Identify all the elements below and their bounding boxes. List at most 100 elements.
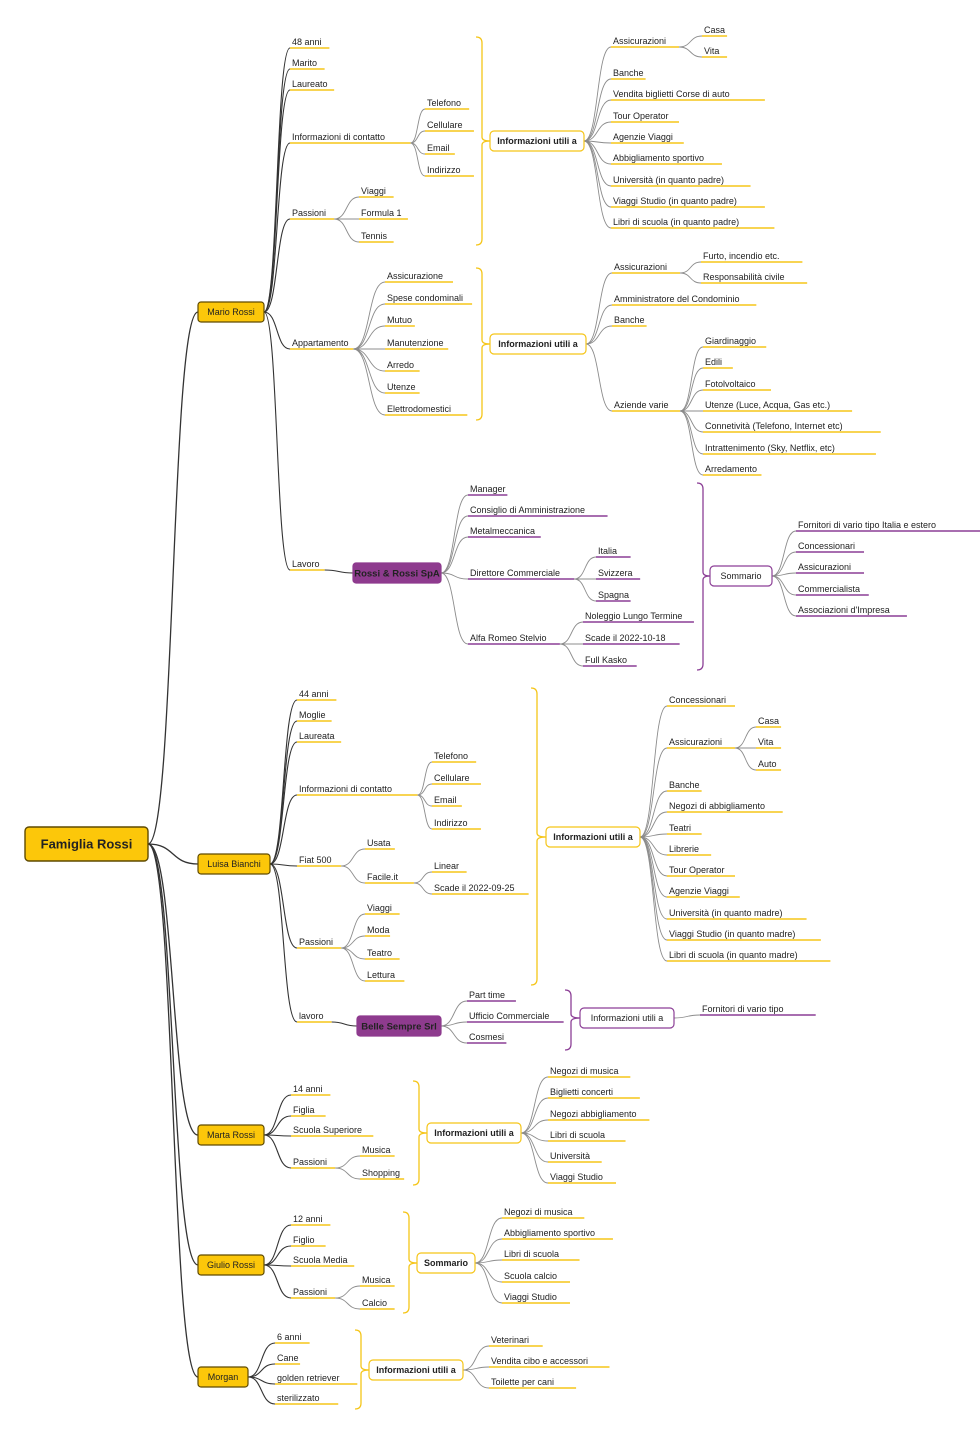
node-libri-di-scuola[interactable]: Libri di scuola xyxy=(550,1130,605,1140)
node-moglie[interactable]: Moglie xyxy=(299,710,326,720)
node-spese-condominali[interactable]: Spese condominali xyxy=(387,293,463,303)
node-connetivit-telefono-internet-etc[interactable]: Connetività (Telefono, Internet etc) xyxy=(705,421,843,431)
node-telefono[interactable]: Telefono xyxy=(427,98,461,108)
node-casa[interactable]: Casa xyxy=(758,716,779,726)
node-responsabilit-civile[interactable]: Responsabilità civile xyxy=(703,272,785,282)
node-assicurazioni[interactable]: Assicurazioni xyxy=(669,737,722,747)
node-assicurazioni[interactable]: Assicurazioni xyxy=(798,562,851,572)
node-passioni[interactable]: Passioni xyxy=(299,937,333,947)
node-manager[interactable]: Manager xyxy=(470,484,506,494)
node-furto-incendio-etc[interactable]: Furto, incendio etc. xyxy=(703,251,780,261)
node-svizzera[interactable]: Svizzera xyxy=(598,568,633,578)
node-noleggio-lungo-termine[interactable]: Noleggio Lungo Termine xyxy=(585,611,682,621)
node-luisa-bianchi[interactable]: Luisa Bianchi xyxy=(197,853,271,875)
node-golden-retriever[interactable]: golden retriever xyxy=(277,1373,340,1383)
node-usata[interactable]: Usata xyxy=(367,838,391,848)
node-figlio[interactable]: Figlio xyxy=(293,1235,315,1245)
node-cellulare[interactable]: Cellulare xyxy=(427,120,463,130)
node-negozi-di-musica[interactable]: Negozi di musica xyxy=(550,1066,619,1076)
node-scade-il-2022-10-18[interactable]: Scade il 2022-10-18 xyxy=(585,633,666,643)
node-viaggi-studio[interactable]: Viaggi Studio xyxy=(550,1172,603,1182)
node-direttore-commerciale[interactable]: Direttore Commerciale xyxy=(470,568,560,578)
node-banche[interactable]: Banche xyxy=(614,315,645,325)
node-spagna[interactable]: Spagna xyxy=(598,590,629,600)
node-musica[interactable]: Musica xyxy=(362,1275,391,1285)
node-elettrodomestici[interactable]: Elettrodomestici xyxy=(387,404,451,414)
node-abbigliamento-sportivo[interactable]: Abbigliamento sportivo xyxy=(504,1228,595,1238)
node-universit-in-quanto-padre[interactable]: Università (in quanto padre) xyxy=(613,175,724,185)
node-mario-rossi[interactable]: Mario Rossi xyxy=(197,301,265,323)
node-assicurazione[interactable]: Assicurazione xyxy=(387,271,443,281)
node-cellulare[interactable]: Cellulare xyxy=(434,773,470,783)
node-appartamento[interactable]: Appartamento xyxy=(292,338,349,348)
node-banche[interactable]: Banche xyxy=(669,780,700,790)
node-intrattenimento-sky-netflix-etc[interactable]: Intrattenimento (Sky, Netflix, etc) xyxy=(705,443,835,453)
node-fornitori-di-vario-tipo-italia-e-estero[interactable]: Fornitori di vario tipo Italia e estero xyxy=(798,520,936,530)
hub-marta-info[interactable]: Informazioni utili a xyxy=(426,1122,522,1144)
node-6-anni[interactable]: 6 anni xyxy=(277,1332,302,1342)
root-node[interactable]: Famiglia Rossi xyxy=(24,826,149,862)
node-ufficio-commerciale[interactable]: Ufficio Commerciale xyxy=(469,1011,549,1021)
node-viaggi-studio-in-quanto-madre[interactable]: Viaggi Studio (in quanto madre) xyxy=(669,929,795,939)
node-informazioni-di-contatto[interactable]: Informazioni di contatto xyxy=(292,132,385,142)
node-cosmesi[interactable]: Cosmesi xyxy=(469,1032,504,1042)
node-scuola-media[interactable]: Scuola Media xyxy=(293,1255,348,1265)
node-utenze-luce-acqua-gas-etc[interactable]: Utenze (Luce, Acqua, Gas etc.) xyxy=(705,400,830,410)
node-moda[interactable]: Moda xyxy=(367,925,390,935)
node-vendita-biglietti-corse-di-auto[interactable]: Vendita biglietti Corse di auto xyxy=(613,89,730,99)
node-viaggi-studio[interactable]: Viaggi Studio xyxy=(504,1292,557,1302)
hub-belle-info[interactable]: Informazioni utili a xyxy=(579,1007,675,1029)
hub-rossi-summary[interactable]: Sommario xyxy=(709,565,773,587)
node-auto[interactable]: Auto xyxy=(758,759,777,769)
node-assicurazioni[interactable]: Assicurazioni xyxy=(614,262,667,272)
node-toilette-per-cani[interactable]: Toilette per cani xyxy=(491,1377,554,1387)
node-veterinari[interactable]: Veterinari xyxy=(491,1335,529,1345)
node-12-anni[interactable]: 12 anni xyxy=(293,1214,323,1224)
node-libri-di-scuola-in-quanto-padre[interactable]: Libri di scuola (in quanto padre) xyxy=(613,217,739,227)
node-concessionari[interactable]: Concessionari xyxy=(798,541,855,551)
node-teatro[interactable]: Teatro xyxy=(367,948,392,958)
node-scade-il-2022-09-25[interactable]: Scade il 2022-09-25 xyxy=(434,883,515,893)
node-negozi-abbigliamento[interactable]: Negozi abbigliamento xyxy=(550,1109,637,1119)
node-tennis[interactable]: Tennis xyxy=(361,231,388,241)
node-abbigliamento-sportivo[interactable]: Abbigliamento sportivo xyxy=(613,153,704,163)
node-figlia[interactable]: Figlia xyxy=(293,1105,315,1115)
node-sterilizzato[interactable]: sterilizzato xyxy=(277,1393,320,1403)
node-laureato[interactable]: Laureato xyxy=(292,79,328,89)
node-lettura[interactable]: Lettura xyxy=(367,970,395,980)
hub-mario-apartment-info[interactable]: Informazioni utili a xyxy=(489,333,587,355)
node-musica[interactable]: Musica xyxy=(362,1145,391,1155)
node-part-time[interactable]: Part time xyxy=(469,990,505,1000)
node-mutuo[interactable]: Mutuo xyxy=(387,315,412,325)
node-alfa-romeo-stelvio[interactable]: Alfa Romeo Stelvio xyxy=(470,633,547,643)
hub-mario-info[interactable]: Informazioni utili a xyxy=(489,130,585,152)
node-scuola-superiore[interactable]: Scuola Superiore xyxy=(293,1125,362,1135)
node-negozi-di-abbigliamento[interactable]: Negozi di abbigliamento xyxy=(669,801,765,811)
node-edili[interactable]: Edili xyxy=(705,357,722,367)
node-banche[interactable]: Banche xyxy=(613,68,644,78)
node-consiglio-di-amministrazione[interactable]: Consiglio di Amministrazione xyxy=(470,505,585,515)
node-viaggi-studio-in-quanto-padre[interactable]: Viaggi Studio (in quanto padre) xyxy=(613,196,737,206)
node-metalmeccanica[interactable]: Metalmeccanica xyxy=(470,526,535,536)
node-lavoro[interactable]: Lavoro xyxy=(292,559,320,569)
node-libri-di-scuola[interactable]: Libri di scuola xyxy=(504,1249,559,1259)
node-marito[interactable]: Marito xyxy=(292,58,317,68)
node-fotolvoltaico[interactable]: Fotolvoltaico xyxy=(705,379,756,389)
node-libri-di-scuola-in-quanto-madre[interactable]: Libri di scuola (in quanto madre) xyxy=(669,950,798,960)
node-universit-in-quanto-madre[interactable]: Università (in quanto madre) xyxy=(669,908,783,918)
node-cane[interactable]: Cane xyxy=(277,1353,299,1363)
node-email[interactable]: Email xyxy=(427,143,450,153)
node-48-anni[interactable]: 48 anni xyxy=(292,37,322,47)
node-agenzie-viaggi[interactable]: Agenzie Viaggi xyxy=(669,886,729,896)
node-associazioni-d-impresa[interactable]: Associazioni d'Impresa xyxy=(798,605,890,615)
node-teatri[interactable]: Teatri xyxy=(669,823,691,833)
node-email[interactable]: Email xyxy=(434,795,457,805)
node-assicurazioni[interactable]: Assicurazioni xyxy=(613,36,666,46)
node-vita[interactable]: Vita xyxy=(704,46,719,56)
node-agenzie-viaggi[interactable]: Agenzie Viaggi xyxy=(613,132,673,142)
node-fornitori-di-vario-tipo[interactable]: Fornitori di vario tipo xyxy=(702,1004,784,1014)
node-passioni[interactable]: Passioni xyxy=(293,1157,327,1167)
node-vendita-cibo-e-accessori[interactable]: Vendita cibo e accessori xyxy=(491,1356,588,1366)
node-biglietti-concerti[interactable]: Biglietti concerti xyxy=(550,1087,613,1097)
node-aziende-varie[interactable]: Aziende varie xyxy=(614,400,669,410)
